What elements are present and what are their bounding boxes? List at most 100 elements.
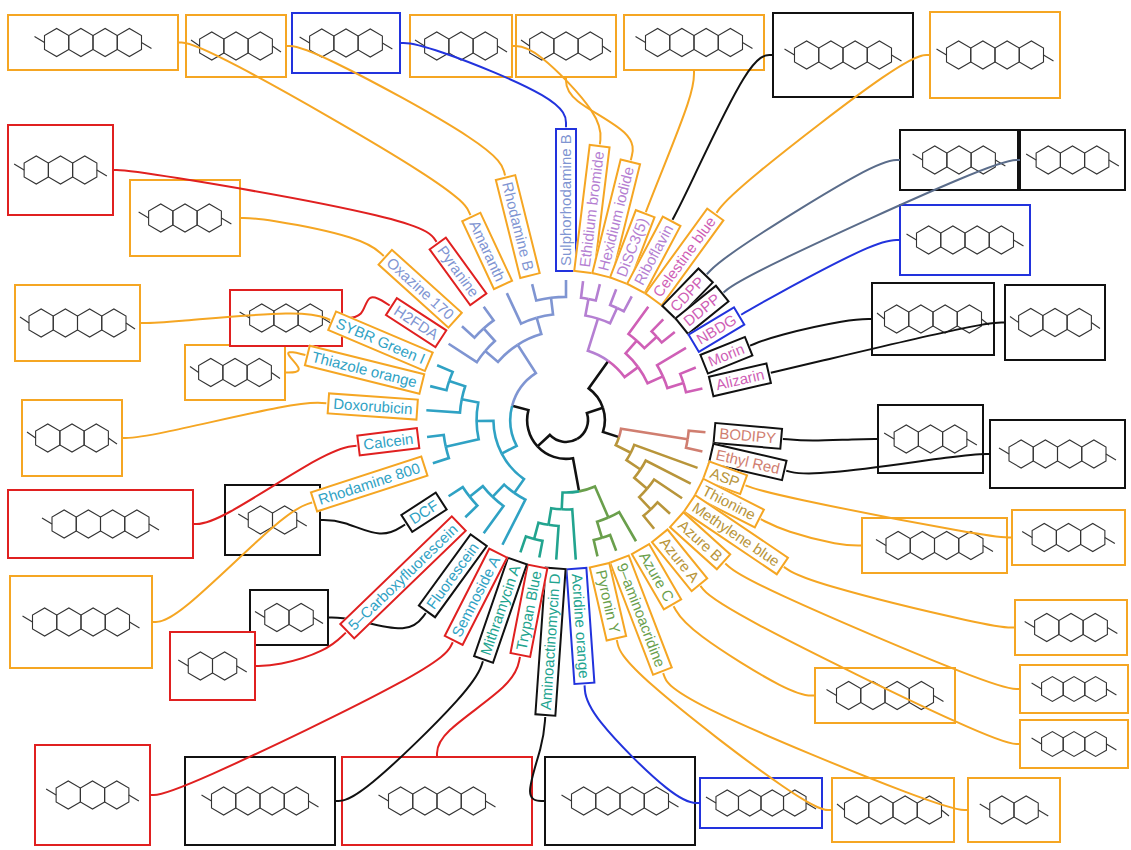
structure-drawing — [990, 420, 1125, 488]
leader-line — [255, 633, 346, 666]
dye-name: Rhodamine B — [499, 180, 537, 272]
tree-branch — [588, 284, 599, 300]
tree-branch — [597, 517, 608, 537]
dye-name: Rhodamine 800 — [316, 459, 422, 508]
tree-branch — [686, 439, 702, 451]
tree-branch — [551, 280, 566, 298]
leader-line — [178, 43, 470, 216]
tree-branch — [639, 489, 651, 510]
structure-drawing — [410, 15, 512, 77]
structure-drawing — [516, 15, 616, 77]
structure-drawing — [185, 757, 335, 845]
tree-branch — [462, 326, 484, 337]
tree-branch — [688, 431, 706, 440]
dye-label: Sulphorhodamine B — [555, 128, 577, 272]
dye-name: Calcein — [362, 430, 414, 453]
structure-drawing — [22, 400, 122, 476]
leader-line — [150, 642, 453, 795]
tree-branch — [537, 446, 579, 491]
structure-drawing — [8, 15, 178, 70]
structure-drawing — [815, 668, 955, 723]
tree-branch — [502, 493, 525, 545]
dye-label: Acridine orange — [565, 567, 595, 685]
structure-drawing — [878, 405, 983, 473]
structure-drawing — [1015, 600, 1127, 655]
tree-branch — [608, 512, 636, 541]
tree-branch — [683, 383, 702, 392]
tree-branch — [619, 429, 688, 440]
tree-branch — [652, 319, 664, 337]
dye-label: Doxorubicin — [327, 392, 420, 420]
tree-branch — [651, 502, 670, 513]
tree-branch — [647, 479, 682, 498]
tree-branch — [502, 406, 517, 454]
dye-name: Sulphorhodamine B — [557, 134, 574, 266]
leader-line — [724, 160, 1020, 292]
structure-drawing — [15, 285, 140, 361]
leader-line — [786, 454, 990, 474]
leader-line — [530, 717, 545, 801]
tree-branch — [657, 332, 675, 343]
tree-branch — [446, 421, 479, 447]
tree-branch — [449, 381, 465, 399]
structure-drawing — [10, 576, 152, 668]
tree-branch — [548, 508, 561, 525]
leader-line — [285, 352, 305, 372]
tree-branch — [465, 497, 477, 518]
tree-branch — [449, 487, 470, 497]
tree-branch — [534, 523, 548, 539]
structure-drawing — [900, 205, 1030, 275]
leader-line — [673, 55, 773, 220]
structure-drawing — [773, 13, 913, 97]
structure-drawing — [130, 180, 240, 256]
tree-branch — [579, 487, 608, 518]
tree-branch — [493, 485, 515, 497]
structure-drawing — [292, 13, 400, 73]
tree-branch — [588, 319, 608, 361]
structure-drawing — [930, 12, 1060, 98]
tree-branch — [680, 368, 696, 383]
leader-line — [725, 563, 1020, 689]
leader-line — [585, 685, 700, 803]
dye-label: Calcein — [356, 427, 420, 456]
tree-branch — [562, 509, 576, 559]
structure-drawing — [1012, 510, 1125, 565]
tree-branch — [548, 525, 558, 560]
leader-line — [122, 403, 326, 438]
leader-line — [700, 586, 1020, 744]
tree-branch — [562, 491, 579, 509]
tree-branch — [437, 365, 453, 381]
tree-branch — [426, 399, 461, 412]
tree-branch — [617, 296, 632, 311]
structure-drawing — [545, 757, 695, 845]
structure-drawing — [170, 632, 255, 700]
structure-drawing — [8, 490, 193, 558]
structure-drawing — [1020, 720, 1128, 768]
tree-branch — [433, 447, 449, 464]
leader-line — [784, 567, 1015, 628]
tree-branch — [512, 345, 536, 406]
leader-line — [783, 439, 878, 441]
structure-drawing — [968, 778, 1060, 842]
leader-line — [152, 502, 312, 622]
leader-line — [663, 673, 968, 810]
tree-branch — [507, 293, 537, 324]
structure-drawing — [700, 778, 822, 828]
tree-branch — [581, 281, 588, 299]
tree-branch — [577, 408, 603, 439]
structure-drawing — [900, 130, 1018, 190]
structure-drawing — [1005, 285, 1105, 360]
tree-branch — [427, 435, 446, 447]
tree-branch — [610, 289, 617, 308]
tree-branch — [532, 284, 551, 300]
dye-name: Alizarin — [714, 366, 766, 394]
leader-line — [717, 55, 930, 213]
dye-label: Rhodamine 800 — [310, 455, 429, 512]
structure-drawing — [1020, 130, 1125, 190]
leader-line — [240, 218, 384, 256]
tree-branch — [598, 308, 617, 323]
tree-branch — [512, 406, 537, 447]
leader-line — [113, 170, 437, 242]
tree-branch — [537, 435, 577, 446]
tree-branch — [643, 509, 654, 528]
